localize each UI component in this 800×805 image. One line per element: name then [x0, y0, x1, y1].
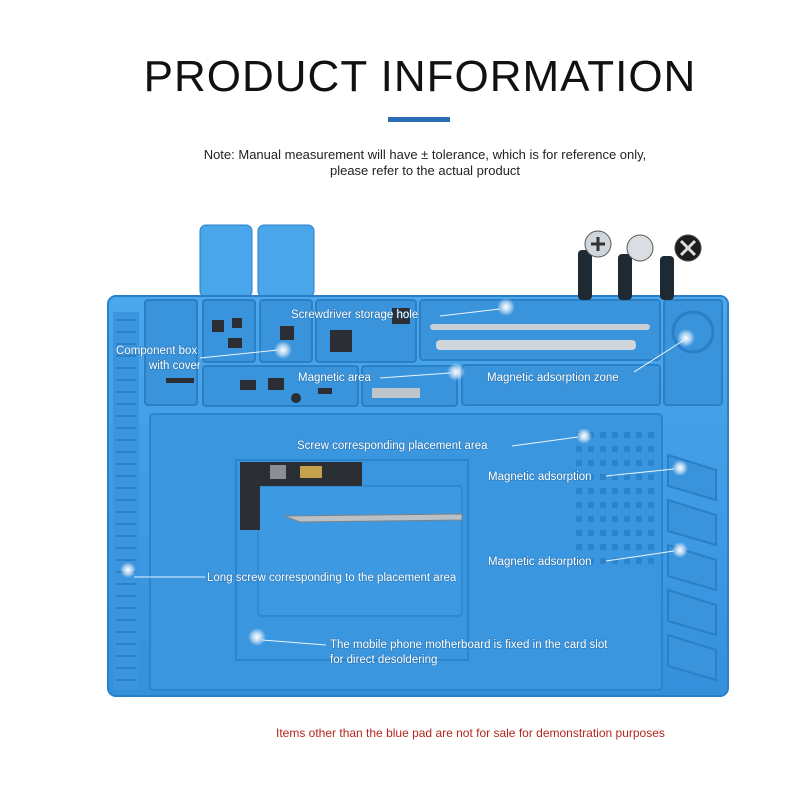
- label-screw-placement: Screw corresponding placement area: [297, 440, 488, 452]
- right-slots: [667, 453, 717, 682]
- label-magnetic-adsorption-2: Magnetic adsorption: [488, 556, 592, 568]
- label-magnetic-area: Magnetic area: [298, 372, 371, 384]
- title-underline: [388, 117, 450, 122]
- label-screwdriver-hole: Screwdriver storage hole: [291, 309, 418, 321]
- label-magnetic-adsorption-1: Magnetic adsorption: [488, 471, 592, 483]
- label-component-box-2: with cover: [148, 360, 201, 372]
- component-box-lids: [199, 224, 315, 298]
- label-motherboard-1: The mobile phone motherboard is fixed in…: [330, 639, 608, 651]
- metal-tools: [283, 324, 650, 523]
- inner-slot: [257, 485, 463, 617]
- callout-markers: [120, 298, 695, 646]
- top-compartments: [144, 299, 723, 407]
- label-component-box-1: Component box: [116, 345, 197, 357]
- disclaimer-text: Items other than the blue pad are not fo…: [276, 726, 665, 740]
- page-title: PRODUCT INFORMATION: [143, 52, 697, 101]
- screwdrivers: [578, 230, 702, 300]
- note-line-1: Note: Manual measurement will have ± tol…: [203, 147, 647, 162]
- note-line-2: please refer to the actual product: [329, 163, 521, 178]
- left-ruler: [113, 312, 139, 690]
- motherboard: [240, 462, 362, 530]
- label-motherboard-2: for direct desoldering: [330, 654, 437, 666]
- label-long-screw: Long screw corresponding to the placemen…: [207, 572, 457, 584]
- label-magnetic-zone: Magnetic adsorption zone: [487, 372, 619, 384]
- measurement-note: Note: Manual measurement will have ± tol…: [100, 147, 750, 179]
- round-well: [671, 310, 715, 354]
- callout-lines: [134, 308, 685, 646]
- small-parts: [166, 308, 410, 403]
- callout-labels: Component box with cover Screwdriver sto…: [115, 308, 619, 666]
